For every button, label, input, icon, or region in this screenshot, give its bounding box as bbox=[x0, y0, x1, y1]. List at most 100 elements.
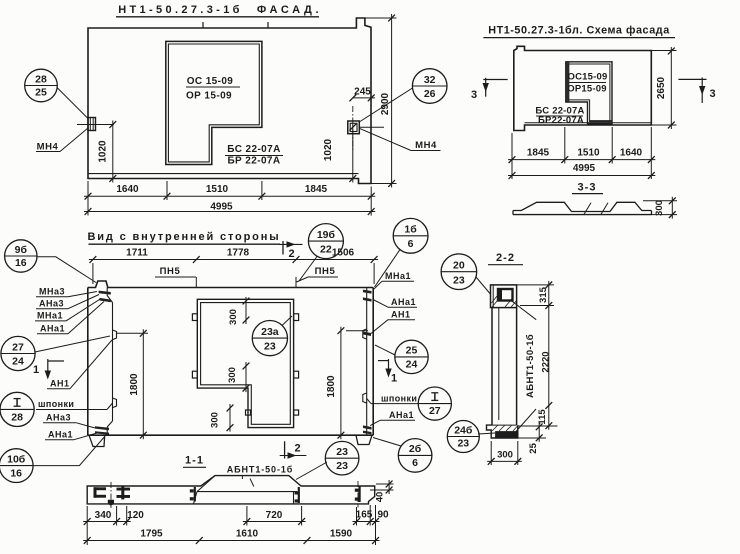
svg-text:1845: 1845 bbox=[305, 184, 328, 195]
svg-text:23а: 23а bbox=[261, 326, 279, 338]
svg-text:1795: 1795 bbox=[140, 529, 163, 540]
svg-text:БС 22-07А: БС 22-07А bbox=[535, 106, 584, 117]
svg-text:МНа3: МНа3 bbox=[39, 287, 65, 297]
svg-text:ОС15-09: ОС15-09 bbox=[568, 72, 608, 83]
svg-text:АНа1: АНа1 bbox=[48, 430, 73, 440]
svg-text:22: 22 bbox=[320, 243, 332, 255]
svg-text:БР22-07А: БР22-07А bbox=[538, 115, 584, 126]
svg-text:26: 26 bbox=[424, 88, 436, 100]
svg-text:23: 23 bbox=[336, 446, 348, 458]
svg-text:I: I bbox=[16, 397, 19, 409]
svg-text:2650: 2650 bbox=[656, 76, 667, 99]
svg-text:1610: 1610 bbox=[236, 529, 259, 540]
svg-text:АНа1: АНа1 bbox=[40, 324, 65, 334]
svg-text:МНа1: МНа1 bbox=[385, 271, 411, 281]
svg-text:16: 16 bbox=[10, 467, 22, 479]
svg-text:300: 300 bbox=[210, 412, 221, 428]
svg-text:МНа1: МНа1 bbox=[37, 311, 63, 321]
svg-text:АБНТ1-50-1б: АБНТ1-50-1б bbox=[227, 465, 293, 475]
svg-text:МН4: МН4 bbox=[37, 142, 59, 153]
svg-text:2220: 2220 bbox=[541, 351, 552, 372]
svg-text:1б: 1б bbox=[404, 224, 417, 236]
svg-text:115: 115 bbox=[537, 409, 548, 425]
svg-text:25: 25 bbox=[528, 442, 539, 453]
svg-text:165: 165 bbox=[356, 510, 373, 521]
svg-text:315: 315 bbox=[538, 286, 549, 303]
svg-text:300: 300 bbox=[227, 367, 238, 383]
svg-text:40: 40 bbox=[375, 492, 386, 503]
svg-text:4995: 4995 bbox=[573, 163, 596, 174]
svg-text:32: 32 bbox=[424, 74, 436, 86]
svg-text:3-3: 3-3 bbox=[578, 182, 597, 194]
svg-text:300: 300 bbox=[654, 200, 665, 216]
svg-text:9б: 9б bbox=[15, 244, 28, 256]
svg-text:10б: 10б bbox=[7, 453, 26, 465]
svg-text:1640: 1640 bbox=[116, 184, 139, 195]
svg-text:НТ1-50.27.3-1б: НТ1-50.27.3-1б bbox=[118, 4, 243, 16]
svg-text:ОС 15-09: ОС 15-09 bbox=[187, 76, 234, 87]
svg-text:АНа3: АНа3 bbox=[39, 299, 64, 309]
svg-text:НТ1-50.27.3-1бл. Схема фасада: НТ1-50.27.3-1бл. Схема фасада bbox=[488, 25, 670, 37]
svg-text:24б: 24б bbox=[454, 424, 473, 436]
svg-text:1640: 1640 bbox=[620, 148, 643, 159]
svg-text:720: 720 bbox=[266, 510, 283, 521]
svg-text:23: 23 bbox=[457, 437, 469, 449]
svg-text:1800: 1800 bbox=[129, 373, 140, 396]
svg-text:1506: 1506 bbox=[332, 248, 355, 259]
svg-text:1711: 1711 bbox=[126, 248, 148, 259]
svg-text:АНа3: АНа3 bbox=[46, 413, 71, 423]
svg-text:24: 24 bbox=[406, 358, 418, 370]
svg-text:шпонки: шпонки bbox=[38, 399, 74, 409]
svg-text:3: 3 bbox=[471, 89, 477, 101]
svg-text:АНа1: АНа1 bbox=[389, 410, 414, 420]
svg-text:Вид с внутренней стороны: Вид с внутренней стороны bbox=[88, 231, 281, 243]
svg-text:340: 340 bbox=[95, 510, 112, 521]
svg-text:ПН5: ПН5 bbox=[315, 266, 336, 277]
svg-text:23: 23 bbox=[453, 274, 465, 286]
svg-text:1-1: 1-1 bbox=[185, 455, 204, 467]
svg-text:1590: 1590 bbox=[330, 529, 353, 540]
svg-text:1800: 1800 bbox=[326, 375, 337, 398]
svg-text:2900: 2900 bbox=[380, 92, 391, 115]
svg-text:2-2: 2-2 bbox=[496, 252, 515, 264]
svg-text:МН4: МН4 bbox=[415, 140, 437, 151]
svg-text:16: 16 bbox=[15, 257, 27, 269]
svg-text:АН1: АН1 bbox=[50, 379, 70, 389]
svg-text:1: 1 bbox=[33, 364, 39, 376]
svg-text:300: 300 bbox=[228, 309, 239, 325]
svg-text:1510: 1510 bbox=[577, 148, 600, 159]
svg-text:90: 90 bbox=[377, 510, 389, 521]
svg-text:6: 6 bbox=[412, 457, 418, 469]
svg-text:4995: 4995 bbox=[210, 201, 233, 212]
svg-text:1845: 1845 bbox=[527, 148, 550, 159]
svg-text:АБНТ1-50-1б: АБНТ1-50-1б bbox=[525, 334, 536, 398]
svg-text:19б: 19б bbox=[317, 229, 336, 241]
svg-text:28: 28 bbox=[11, 411, 23, 423]
svg-text:23: 23 bbox=[264, 341, 276, 353]
svg-text:АН1: АН1 bbox=[391, 310, 411, 320]
svg-text:1020: 1020 bbox=[323, 138, 334, 161]
svg-text:АНа1: АНа1 bbox=[391, 297, 416, 307]
svg-text:27: 27 bbox=[429, 405, 441, 417]
svg-text:ОР15-09: ОР15-09 bbox=[567, 84, 606, 95]
svg-text:1778: 1778 bbox=[227, 248, 250, 259]
svg-text:120: 120 bbox=[127, 510, 144, 521]
svg-text:23: 23 bbox=[336, 460, 348, 472]
svg-text:1020: 1020 bbox=[98, 140, 109, 163]
svg-text:I: I bbox=[433, 391, 436, 403]
svg-text:25: 25 bbox=[35, 87, 47, 99]
svg-text:245: 245 bbox=[354, 87, 371, 98]
svg-text:БР 22-07А: БР 22-07А bbox=[227, 156, 280, 167]
svg-text:300: 300 bbox=[497, 450, 513, 461]
svg-text:1510: 1510 bbox=[206, 184, 229, 195]
svg-text:20: 20 bbox=[453, 260, 465, 272]
svg-text:6: 6 bbox=[408, 238, 414, 250]
svg-text:3: 3 bbox=[709, 88, 715, 100]
svg-text:шпонки: шпонки bbox=[381, 393, 417, 403]
svg-text:1: 1 bbox=[391, 373, 397, 385]
svg-text:28: 28 bbox=[35, 73, 47, 85]
svg-text:25: 25 bbox=[406, 345, 418, 357]
svg-text:2: 2 bbox=[294, 442, 300, 454]
svg-text:2б: 2б bbox=[409, 443, 422, 455]
svg-text:ОР 15-09: ОР 15-09 bbox=[186, 91, 232, 102]
